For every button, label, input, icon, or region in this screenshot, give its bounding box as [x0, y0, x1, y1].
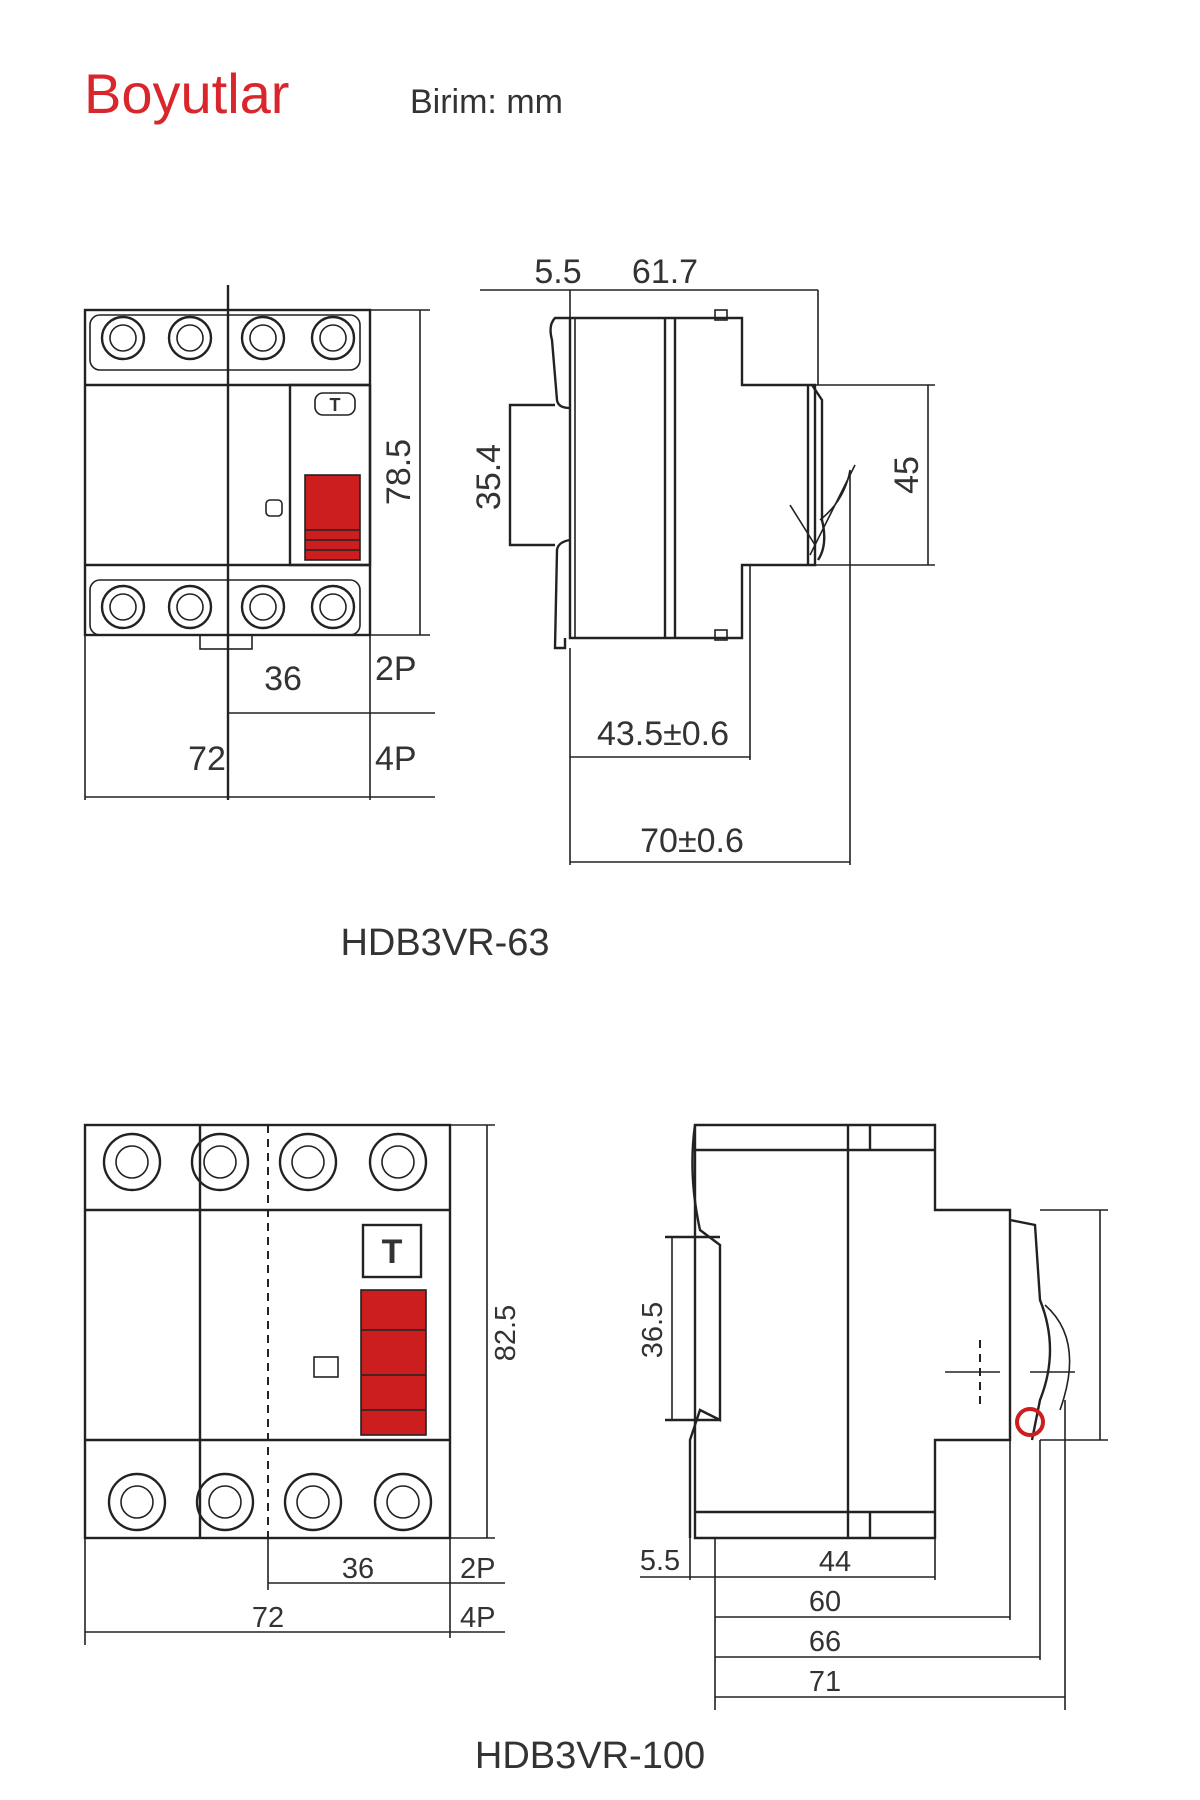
red-handle	[304, 474, 361, 561]
label-4p: 4P	[375, 740, 417, 778]
width-2p-dimension: 36	[264, 660, 302, 698]
front-height-dimension: 45	[888, 456, 926, 494]
rail-dimension: 36.5	[637, 1302, 669, 1358]
top-terminals	[89, 314, 361, 371]
depth-outer-dimension: 70±0.6	[640, 822, 744, 860]
depth-71-dimension: 71	[809, 1666, 841, 1698]
width-4p-dimension: 72	[188, 740, 226, 778]
depth-inner-dimension: 43.5±0.6	[597, 715, 729, 753]
bottom-terminals	[89, 579, 361, 650]
hdb3vr-100-front-view: T 82.5 36 2P 72 4P	[83, 1123, 522, 1645]
depth-66-dimension: 66	[809, 1626, 841, 1658]
height-dimension: 82.5	[490, 1305, 522, 1361]
depth-60-dimension: 60	[809, 1586, 841, 1618]
label-4p: 4P	[460, 1602, 495, 1634]
top-right-dimension: 61.7	[632, 253, 698, 291]
hdb3vr-63-front-view: T 78.5 36 2P 72 4P	[83, 285, 435, 800]
unit-label: Birim: mm	[410, 83, 563, 121]
label-2p: 2P	[460, 1553, 495, 1585]
label-2p: 2P	[375, 650, 417, 688]
top-left-dimension: 5.5	[534, 253, 581, 291]
test-button	[361, 1223, 423, 1279]
top-terminals	[102, 1132, 428, 1192]
offset-dimension: 5.5	[640, 1545, 680, 1577]
width-2p-dimension: 36	[342, 1553, 374, 1585]
test-button-label: T	[382, 1233, 403, 1271]
test-button-label: T	[330, 395, 341, 415]
test-button	[314, 392, 356, 416]
bottom-terminals	[107, 1472, 433, 1532]
model-63-caption: HDB3VR-63	[340, 922, 549, 964]
depth-44-dimension: 44	[819, 1546, 851, 1578]
red-handle	[360, 1289, 427, 1436]
hdb3vr-100-side-view: 36.5 5.5 44 60 66 71	[637, 1123, 1108, 1710]
hdb3vr-63-side-view: 5.5 61.7 35.4 45 43.5±0.6 70±0.6	[470, 253, 935, 865]
model-100-caption: HDB3VR-100	[475, 1735, 705, 1777]
rail-dimension: 35.4	[470, 444, 508, 510]
height-dimension: 78.5	[380, 439, 418, 505]
pivot-marker	[1015, 1407, 1045, 1437]
page-title: Boyutlar	[84, 62, 289, 125]
width-4p-dimension: 72	[252, 1602, 284, 1634]
